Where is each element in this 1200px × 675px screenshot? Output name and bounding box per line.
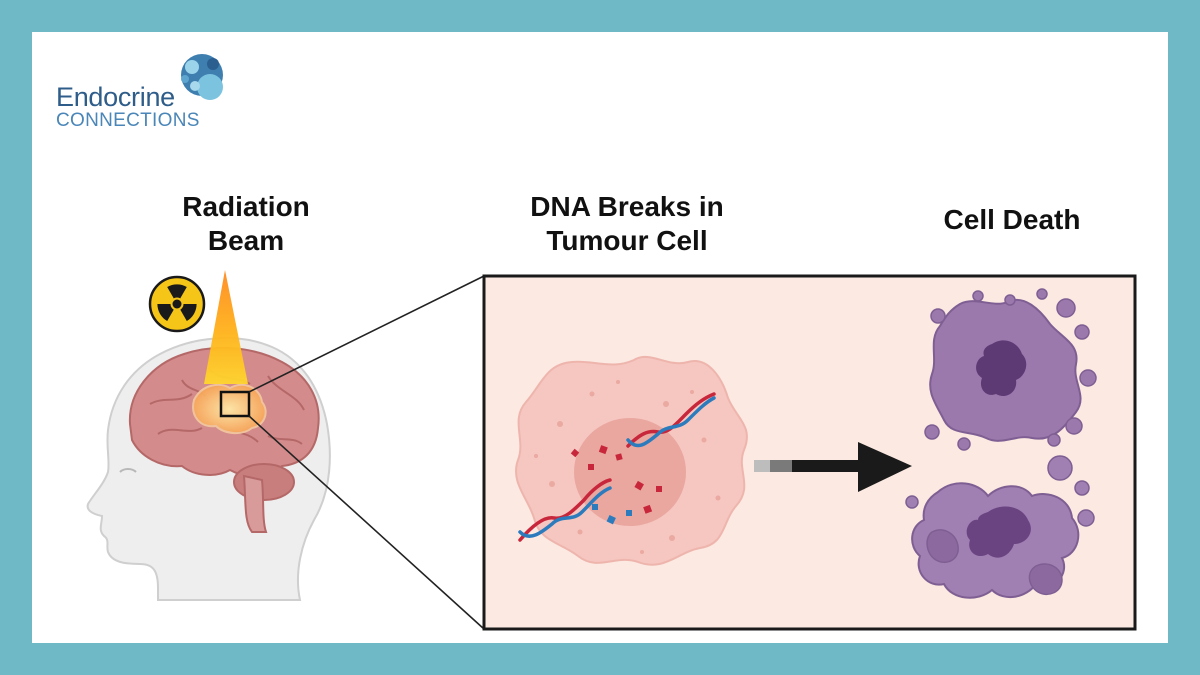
label-radiation-beam: Radiation Beam [156, 190, 336, 258]
zoom-line-bottom [248, 415, 485, 630]
dead-cell-top [924, 288, 1097, 451]
radiation-hazard-icon [148, 275, 206, 333]
dead-cell-bottom [905, 455, 1095, 599]
process-arrow [754, 442, 912, 492]
label-dna-breaks: DNA Breaks in Tumour Cell [502, 190, 752, 258]
logo-line-endocrine: Endocrine [56, 82, 175, 112]
journal-logo-icon [181, 54, 223, 100]
slide-canvas: Endocrine CONNECTIONS [32, 32, 1168, 643]
label-cell-death-text: Cell Death [943, 204, 1081, 235]
logo-line-connections: CONNECTIONS [56, 110, 200, 131]
journal-logo: Endocrine CONNECTIONS [56, 82, 200, 131]
zoom-line-top [248, 275, 485, 393]
label-radiation-line1: Radiation [182, 191, 310, 222]
dna-double-helix [518, 392, 716, 542]
label-dna-line1: DNA Breaks in [530, 191, 724, 222]
label-cell-death: Cell Death [912, 203, 1112, 237]
brain-tumour [192, 383, 267, 434]
zoom-box [219, 390, 251, 418]
tumour-cell [515, 355, 748, 566]
label-radiation-line2: Beam [207, 225, 285, 256]
cell-nucleus [574, 418, 686, 526]
dna-fragments [570, 445, 662, 525]
label-dna-line2: Tumour Cell [546, 225, 708, 256]
illustration [86, 54, 1137, 631]
radiation-beam [204, 270, 248, 384]
